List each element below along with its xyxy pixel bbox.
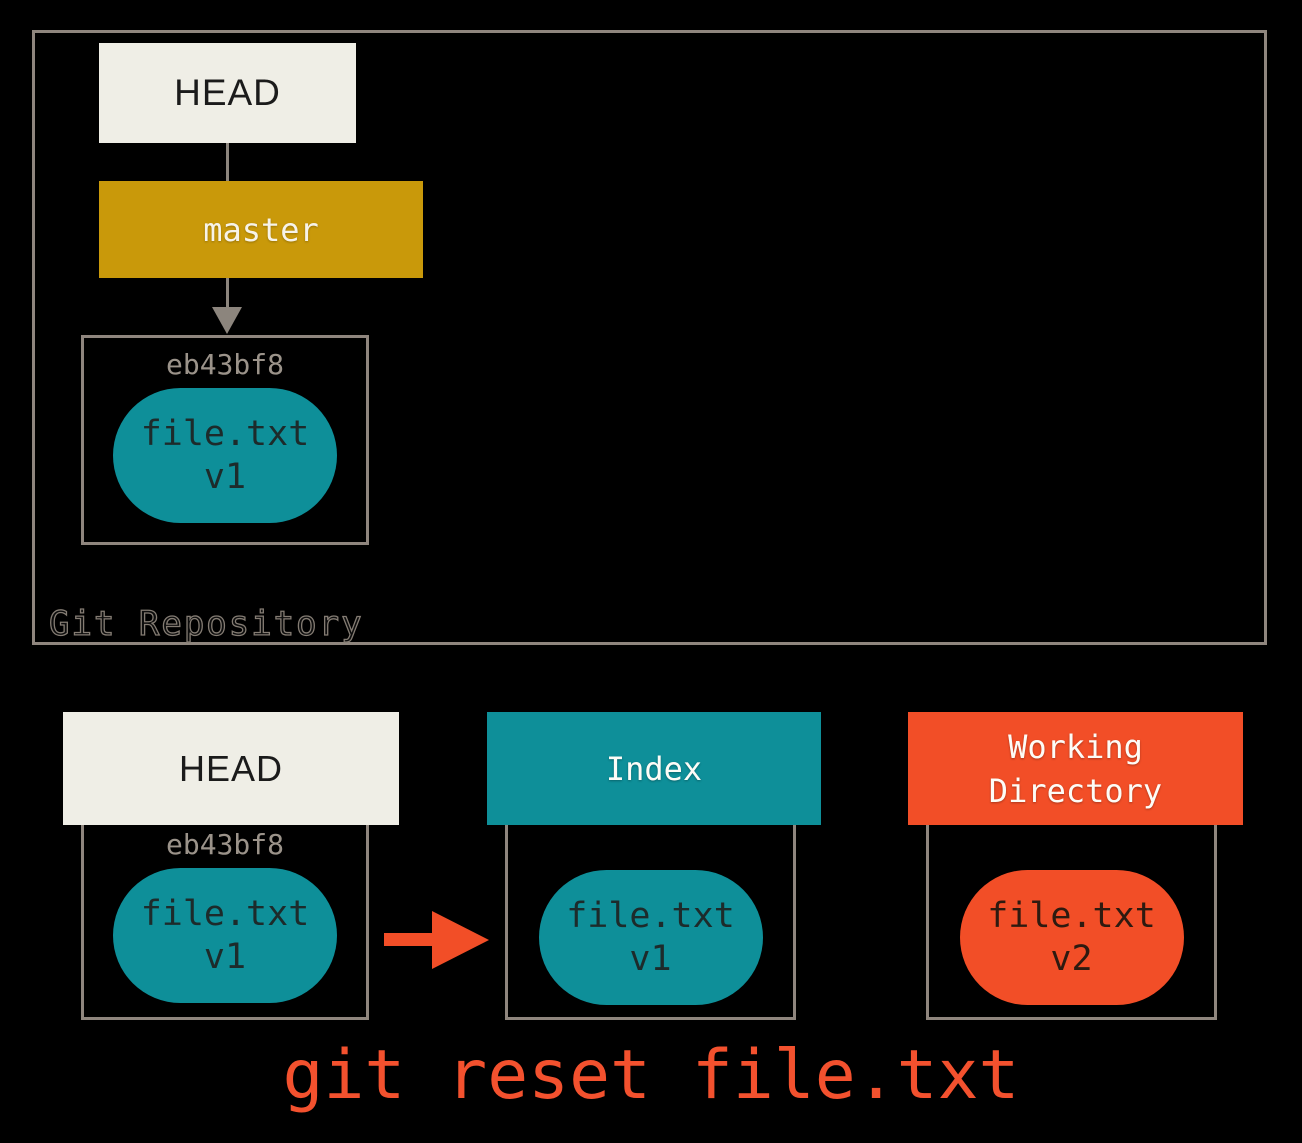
commit-box: eb43bf8 file.txt v1	[81, 335, 369, 545]
index-column-title: Index	[605, 749, 703, 788]
head-file-blob: file.txt v1	[113, 868, 337, 1003]
head-to-index-arrow-shaft	[384, 933, 434, 946]
index-file-version: v1	[629, 938, 672, 979]
index-column-header: Index	[487, 712, 821, 825]
head-commit-hash: eb43bf8	[165, 828, 284, 861]
working-directory-file-version: v2	[1050, 938, 1093, 979]
head-file-name: file.txt	[140, 893, 310, 934]
index-column-box: file.txt v1	[505, 822, 796, 1020]
head-ref-box: HEAD	[99, 43, 356, 143]
working-directory-column-header: Working Directory	[908, 712, 1243, 825]
working-directory-column-box: file.txt v2	[926, 822, 1217, 1020]
commit-hash: eb43bf8	[165, 348, 284, 381]
head-file-version: v1	[203, 936, 247, 977]
index-file-blob: file.txt v1	[538, 870, 763, 1005]
working-directory-column-title: Working Directory	[989, 725, 1162, 813]
index-file-name: file.txt	[566, 895, 735, 936]
commit-file-blob: file.txt v1	[113, 388, 337, 523]
working-directory-file-blob: file.txt v2	[959, 870, 1184, 1005]
command-caption: git reset file.txt	[282, 1036, 1020, 1115]
master-branch-label: master	[203, 210, 319, 249]
working-directory-title-line1: Working	[1008, 727, 1143, 766]
master-to-commit-connector	[226, 278, 229, 309]
git-repository-label: Git Repository	[48, 603, 364, 644]
head-ref-label: HEAD	[174, 72, 281, 113]
head-to-master-connector	[226, 143, 229, 181]
commit-file-version: v1	[203, 456, 247, 497]
head-column-box: eb43bf8 file.txt v1	[81, 822, 369, 1020]
head-to-index-arrow-icon	[432, 911, 489, 969]
down-arrowhead-icon	[212, 307, 242, 334]
git-repository-box	[32, 30, 1267, 645]
head-column-header: HEAD	[63, 712, 399, 825]
master-branch-box: master	[99, 181, 423, 278]
working-directory-file-name: file.txt	[987, 895, 1156, 936]
head-column-title: HEAD	[178, 747, 284, 789]
commit-file-name: file.txt	[140, 413, 310, 454]
working-directory-title-line2: Directory	[988, 771, 1163, 810]
